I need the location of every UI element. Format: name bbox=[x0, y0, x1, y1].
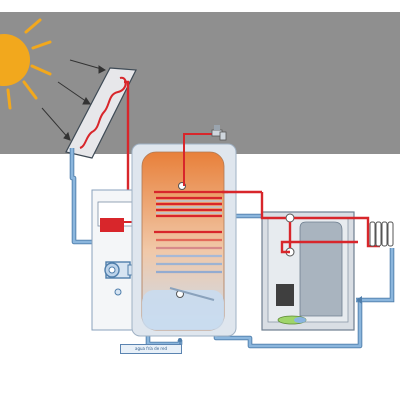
cold-inlet-label: agua fría de red bbox=[120, 344, 182, 354]
hot-water-tap-icon bbox=[183, 125, 227, 186]
sun-icon bbox=[0, 18, 52, 110]
upper-coil-shading bbox=[156, 200, 222, 214]
auxiliary-boiler bbox=[261, 211, 355, 331]
upper-heating-coil bbox=[154, 190, 228, 218]
circulation-pump-icon bbox=[104, 261, 135, 296]
sky-background bbox=[0, 12, 400, 154]
tank-sensors bbox=[176, 182, 186, 298]
radiator-return-pipe bbox=[356, 248, 395, 304]
boiler-hot-circuit bbox=[222, 190, 380, 254]
sun-ray-arrows bbox=[41, 59, 106, 141]
lower-solar-coil bbox=[154, 230, 222, 274]
radiator-icon bbox=[369, 221, 394, 247]
solar-collector-icon bbox=[65, 67, 137, 159]
tank-diagonal-coil-link bbox=[169, 287, 215, 301]
